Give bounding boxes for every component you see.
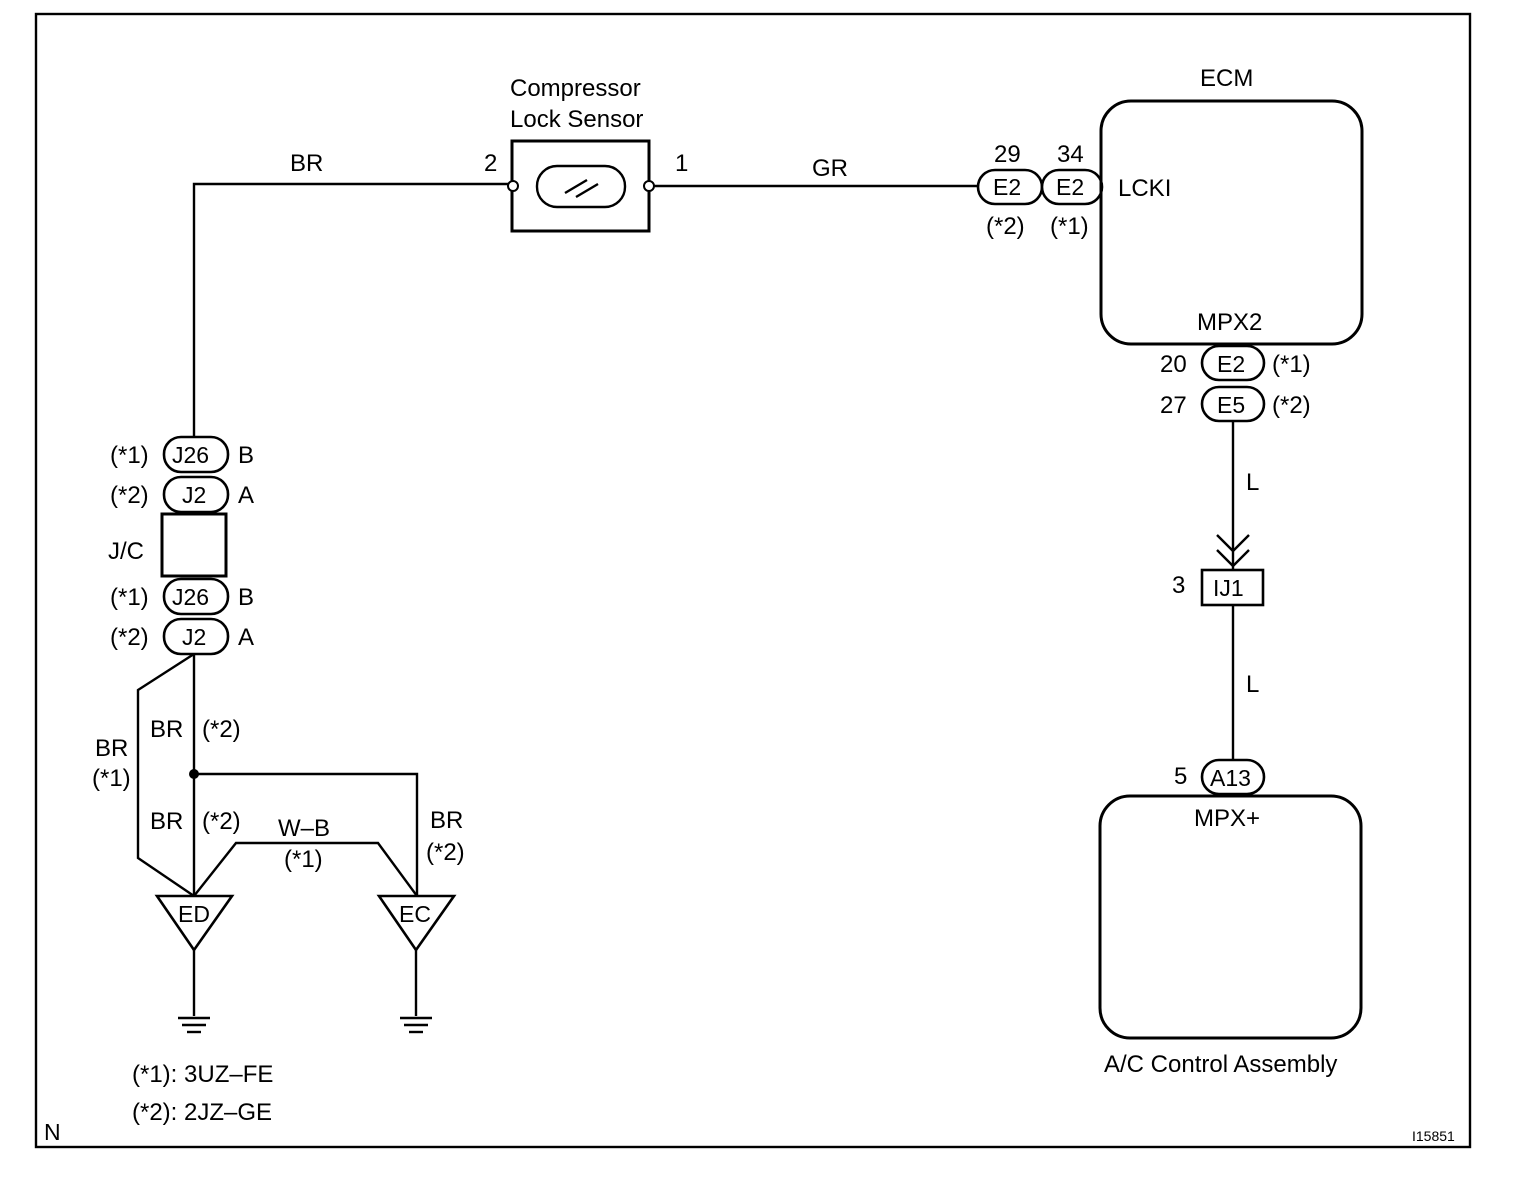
connector-e2-34-note: (*1) (1050, 213, 1089, 240)
connector-j2-bottom-note: (*2) (110, 624, 149, 651)
wire-label-br-right: BR (430, 807, 463, 834)
connector-j26-bottom-note: (*1) (110, 584, 149, 611)
wire-wb (193, 841, 418, 897)
connector-e2-20-code: E2 (1217, 351, 1245, 377)
connector-e2-29-pin: 29 (994, 141, 1021, 168)
ac-control-box (1098, 794, 1363, 1040)
connector-j26-top-pin: B (238, 442, 254, 469)
wire-label-br-mid2: BR (150, 808, 183, 835)
wire-br-left (136, 652, 195, 897)
diagram-frame (34, 12, 1472, 1149)
connector-j26-bottom (162, 577, 230, 616)
compressor-lock-sensor (507, 139, 655, 233)
connector-j26-top-code: J26 (172, 442, 209, 468)
ac-terminal-mpx: MPX+ (1194, 805, 1260, 832)
connector-j26-bottom-pin: B (238, 584, 254, 611)
sensor-pin-2: 2 (484, 150, 497, 177)
wire-label-br-mid-note: (*2) (202, 716, 241, 743)
connector-arrow-icon (1216, 534, 1250, 553)
ground-ed-label: ED (178, 901, 210, 927)
ground-ed-icon (154, 894, 235, 1034)
sensor-pin-1: 1 (675, 150, 688, 177)
connector-e2-20-note: (*1) (1272, 351, 1311, 378)
wire-label-wb: W–B (278, 815, 330, 842)
wire-label-br-right-note: (*2) (426, 839, 465, 866)
wire-label-l-upper: L (1246, 469, 1259, 496)
connector-e2-34-code: E2 (1056, 174, 1084, 200)
connector-arrow-icon-2 (1216, 549, 1250, 568)
ground-ec-icon (376, 894, 457, 1034)
wire-br-right (194, 772, 419, 896)
sensor-title-line2: Lock Sensor (510, 106, 643, 133)
wire-label-gr: GR (812, 155, 848, 182)
connector-j2-top (162, 475, 230, 514)
wire-label-l-lower: L (1246, 671, 1259, 698)
ecm-terminal-mpx2: MPX2 (1197, 309, 1262, 336)
wire-label-br-mid2-note: (*2) (202, 808, 241, 835)
wire-label-br-mid: BR (150, 716, 183, 743)
ac-title: A/C Control Assembly (1104, 1051, 1337, 1078)
connector-j2-top-pin: A (238, 482, 254, 509)
wire-br-top (192, 182, 513, 455)
sensor-title-line1: Compressor (510, 75, 641, 102)
connector-j2-top-code: J2 (182, 482, 206, 508)
connector-ij1-pin: 3 (1172, 572, 1185, 599)
wire-label-br-top: BR (290, 150, 323, 177)
wire-label-wb-note: (*1) (284, 846, 323, 873)
connector-j26-bottom-code: J26 (172, 584, 209, 610)
connector-e2-29-code: E2 (993, 174, 1021, 200)
connector-a13-code: A13 (1210, 765, 1251, 791)
connector-e5-27-code: E5 (1217, 392, 1245, 418)
connector-ij1-code: IJ1 (1213, 575, 1244, 601)
legend-line2: (*2): 2JZ–GE (132, 1099, 272, 1126)
ground-ec-label: EC (399, 901, 431, 927)
connector-e5-27-note: (*2) (1272, 392, 1311, 419)
connector-j2-bottom-code: J2 (182, 624, 206, 650)
junction-label: J/C (108, 538, 144, 565)
connector-j26-top (162, 435, 230, 474)
frame-note: N (44, 1119, 61, 1145)
connector-e5-27-pin: 27 (1160, 392, 1187, 419)
ecm-terminal-lcki: LCKI (1118, 175, 1171, 202)
connector-j2-bottom-pin: A (238, 624, 254, 651)
figure-id: I15851 (1412, 1128, 1455, 1144)
connector-j26-top-note: (*1) (110, 442, 149, 469)
connector-j2-bottom (162, 617, 230, 656)
connector-e2-20-pin: 20 (1160, 351, 1187, 378)
connector-e2-29-note: (*2) (986, 213, 1025, 240)
legend-line1: (*1): 3UZ–FE (132, 1061, 273, 1088)
wire-label-br-left-note: (*1) (92, 765, 131, 792)
wire-label-br-left: BR (95, 735, 128, 762)
ecm-title: ECM (1200, 65, 1253, 92)
junction-connector-box (160, 512, 228, 578)
connector-e2-20 (1200, 344, 1266, 382)
connector-j2-top-note: (*2) (110, 482, 149, 509)
connector-e2-34-pin: 34 (1057, 141, 1084, 168)
ecm-box (1099, 99, 1364, 346)
connector-a13-pin: 5 (1174, 763, 1187, 790)
connector-a13 (1200, 758, 1266, 796)
